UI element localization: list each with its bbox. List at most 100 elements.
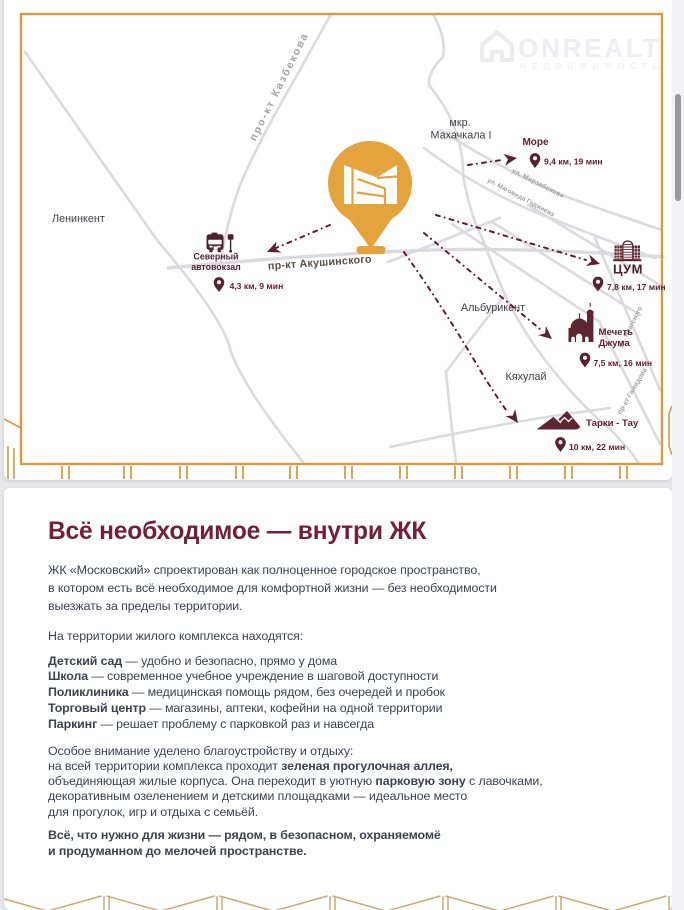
pin-icon [529, 153, 541, 168]
poi-name: ЦУМ [613, 262, 643, 277]
road [23, 50, 305, 464]
text-line: Торговый центр — магазины, аптеки, кофей… [48, 700, 443, 715]
paragraph-intro: ЖК «Московский» спроектирован как полноц… [48, 561, 497, 615]
route-arrows [267, 153, 600, 423]
road [526, 203, 665, 289]
poi-tarki-tau: Тарки - Тау 10 км, 22 мин [536, 411, 639, 452]
arrow-line [403, 251, 507, 411]
place-labels: Ленинкент мкр. Махачкала I Альбурикент К… [52, 117, 547, 383]
arrowhead [585, 254, 600, 266]
road [438, 128, 664, 232]
poi-sea: Море 9,4 км, 19 мин [522, 137, 603, 168]
text-line: Поликлиника — медицинская помощь рядом, … [48, 685, 445, 700]
scrollbar-thumb[interactable] [674, 94, 681, 201]
arrow-line [275, 224, 331, 249]
text-line: Всё, что нужно для жизни — рядом, в безо… [48, 827, 441, 842]
paragraph-list-lead: На территории жилого комплекса находятся… [48, 627, 303, 645]
location-map: ONREALT НЕДВИЖИМОСТЬ [4, 12, 672, 479]
arrowhead [505, 408, 518, 423]
main-road-label: пр-кт Акушинского [268, 253, 373, 272]
street-label: пр-кт Гамидова [617, 367, 649, 416]
rooftop-pattern [4, 895, 672, 910]
pin-icon [592, 276, 604, 292]
pin-icon [213, 277, 225, 292]
map-frame [4, 12, 672, 479]
bus-stop-sign-icon [227, 234, 234, 253]
mosque-icon [568, 303, 595, 342]
arrow-line [467, 159, 503, 166]
frame-ticks [61, 466, 628, 479]
watermark-brand: ONREALT [518, 33, 661, 63]
text-line: Школа — современное учебное учреждение в… [48, 669, 439, 684]
article-title: Всё необходимое — внутри ЖК [48, 518, 427, 545]
poi-distance: 4,3 км, 9 мин [230, 281, 284, 291]
road [593, 236, 662, 392]
road [503, 293, 640, 464]
text-line: Паркинг — решает проблему с парковкой ра… [48, 716, 375, 731]
poi-name: Мечеть [599, 327, 634, 338]
text-line: объединяющая жилые корпуса. Она переходи… [48, 774, 543, 789]
pin-icon [579, 352, 591, 368]
place-label: Кяхулай [505, 371, 546, 383]
poi-distance: 7,5 км, 16 мин [594, 358, 653, 368]
place-label: мкр. [449, 117, 470, 129]
text-line: в котором есть всё необходимое для комфо… [48, 581, 497, 595]
pin-icon [555, 437, 566, 452]
place-label: Альбурикент [461, 302, 525, 314]
bus-icon [206, 232, 224, 253]
street-label: про-кт Казбекова [247, 30, 311, 143]
arrow-line [435, 214, 587, 261]
mountains-icon [536, 411, 581, 430]
building-logo [344, 165, 398, 204]
text-line: На территории жилого комплекса находятся… [48, 629, 304, 643]
map-card: ONREALT НЕДВИЖИМОСТЬ [4, 0, 672, 480]
road [450, 222, 602, 324]
poi-distance: 7,8 км, 17 мин [607, 282, 666, 292]
onrealt-watermark: ONREALT НЕДВИЖИМОСТЬ [480, 30, 664, 71]
frame-corner-decor [4, 405, 672, 479]
text-line: выезжать за пределы территории. [48, 599, 243, 613]
poi-name: Тарки - Тау [586, 418, 639, 429]
poi-name: Северный [193, 252, 238, 262]
poi-distance: 10 км, 22 мин [569, 442, 625, 452]
road [444, 370, 458, 464]
watermark-subtitle: НЕДВИЖИМОСТЬ [520, 61, 664, 71]
complex-location-pin [328, 141, 412, 254]
house-icon [480, 30, 514, 62]
poi-name: автовокзал [191, 262, 241, 272]
text-line: и продуманном до мелочей пространстве. [48, 843, 307, 858]
arrowhead [503, 153, 517, 166]
poi-distance: 9,4 км, 19 мин [544, 157, 603, 167]
road [598, 322, 662, 446]
road [427, 12, 507, 297]
place-label: Махачкала I [430, 130, 491, 142]
arrowhead [267, 241, 282, 253]
road [219, 12, 333, 263]
poi-mosque: Мечеть Джума 7,5 км, 16 мин [568, 303, 653, 368]
text-line: ЖК «Московский» спроектирован как полноц… [48, 563, 481, 577]
page-scrollbar [672, 0, 684, 910]
road [388, 406, 612, 449]
poi-name: Море [522, 137, 549, 148]
text-line: Детский сад — удобно и безопасно, прямо … [48, 653, 338, 668]
arrow-line [423, 232, 541, 330]
text-line: на всей территории комплекса проходит зе… [48, 758, 453, 773]
department-store-icon [613, 240, 642, 262]
paragraph-summary: Всё, что нужно для жизни — рядом, в безо… [48, 827, 441, 859]
description-card: Всё необходимое — внутри ЖК ЖК «Московск… [4, 488, 672, 910]
paragraph-landscaping: Особое внимание уделено благоустройству … [48, 744, 543, 820]
poi-bus-station: Северный автовокзал 4,3 км, 9 мин [191, 232, 284, 292]
text-line: декоративным озеленением и детскими площ… [48, 789, 468, 804]
place-label: Ленинкент [52, 213, 105, 225]
poi-name: Джума [599, 338, 631, 349]
road [490, 220, 642, 317]
road [422, 146, 657, 260]
road [166, 247, 665, 270]
road [444, 293, 507, 374]
amenities-list: Детский сад — удобно и безопасно, прямо … [48, 654, 445, 733]
map-roads [23, 12, 665, 464]
text-line: для прогулок, игр и отдыха с семьёй. [48, 804, 259, 819]
text-line: Особое внимание уделено благоустройству … [48, 743, 354, 758]
poi-tsum: ЦУМ 7,8 км, 17 мин [592, 240, 666, 292]
